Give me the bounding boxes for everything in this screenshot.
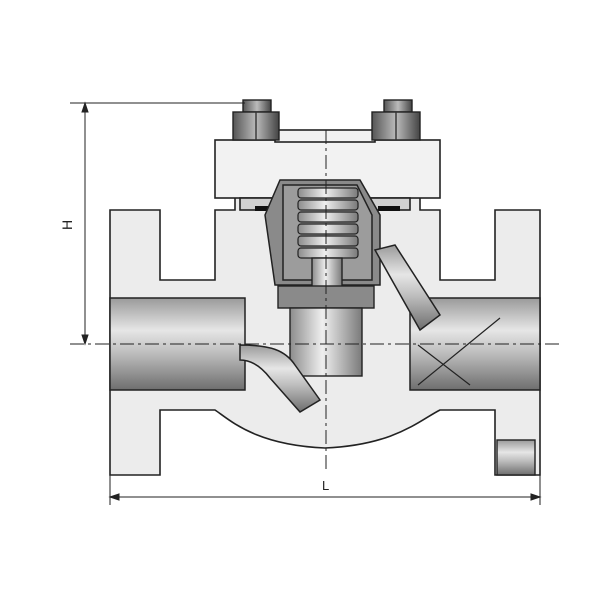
bolt-right xyxy=(371,99,421,141)
bore-cross-marks xyxy=(417,317,501,386)
bolt-left xyxy=(232,99,280,141)
dimension-h-label: H xyxy=(59,220,75,230)
dimension-l xyxy=(108,475,542,505)
centerlines xyxy=(70,130,560,470)
spring xyxy=(297,187,359,259)
dimension-l-label: L xyxy=(322,478,329,493)
dimension-h xyxy=(70,101,245,346)
gasket xyxy=(255,206,400,211)
drain-plug xyxy=(496,439,536,476)
